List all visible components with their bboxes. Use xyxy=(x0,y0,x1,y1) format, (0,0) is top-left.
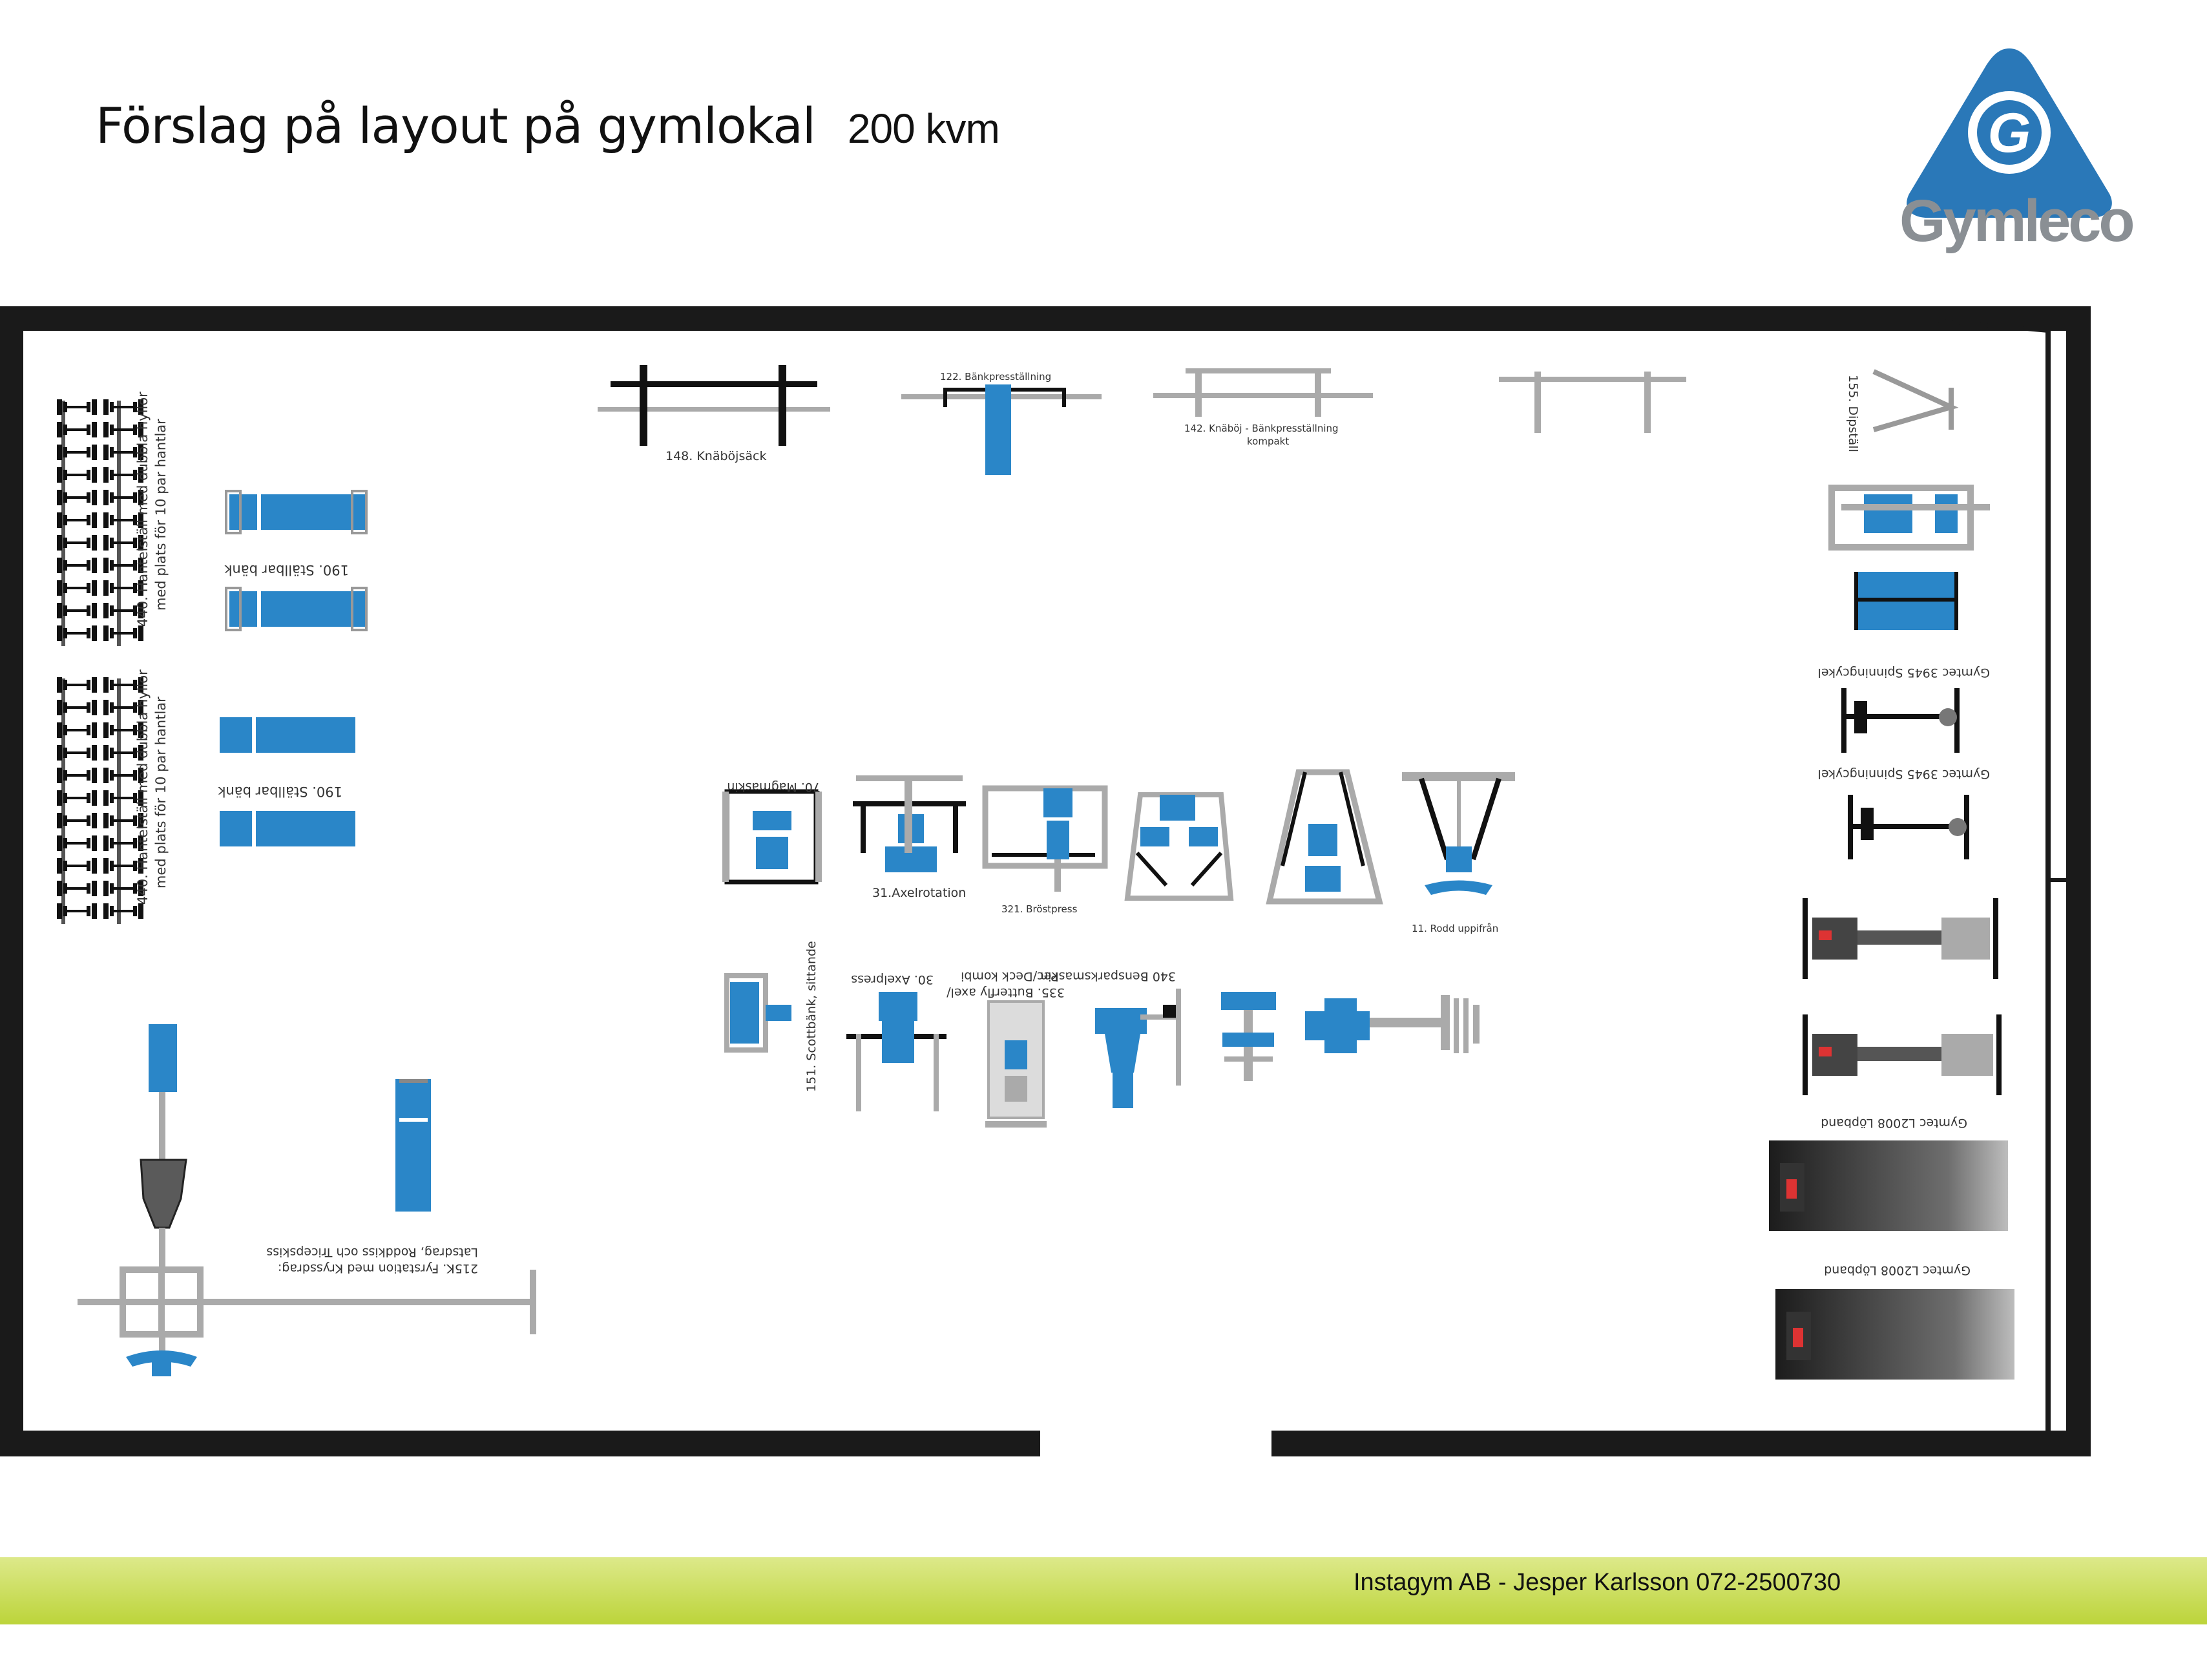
spin-bike-1-label: Gymtec 3945 Spinningcykel xyxy=(1818,666,1990,680)
benspark-label: 340 Bensparksmaskin xyxy=(1040,969,1176,983)
cable-machine-unlabeled xyxy=(1305,995,1480,1053)
footer-band xyxy=(0,1557,2207,1624)
machine-a-frame xyxy=(1266,769,1383,905)
dumbbell-rack-2-label: 440. Hantelställ med dubbla hyllor xyxy=(135,669,151,905)
magmaskin-70: 70. Magmaskin xyxy=(722,780,822,885)
rodd-11: 11. Rodd uppifrån xyxy=(1402,772,1515,934)
elliptical-2: Gymtec L2008 Löpband xyxy=(1803,1014,2002,1130)
bench-1-label: 190. Ställbar bänk xyxy=(224,562,349,578)
logo-text: Gymleco xyxy=(1899,188,2135,254)
axelpress-30: 30. Axelpress xyxy=(846,972,947,1111)
spin-bike-2: Gymtec 3945 Spinningcykel xyxy=(1818,767,1990,859)
dumbbell-rack-1-sublabel: med plats för 10 par hantlar xyxy=(153,419,169,611)
gymleco-logo-icon: G xyxy=(1907,48,2112,218)
scottbank-label: 151. Scottbänk, sittande xyxy=(804,941,819,1092)
axelrotation-31: 31.Axelrotation xyxy=(853,775,966,900)
spin-bike-1: Gymtec 3945 Spinningcykel xyxy=(1818,666,1990,753)
dumbbell-rack-1: 440. Hantelställ med dubbla hyllor med p… xyxy=(57,392,169,646)
spin-bike-2-label: Gymtec 3945 Spinningcykel xyxy=(1818,767,1990,781)
bench-1: 190. Ställbar bänk xyxy=(224,490,368,631)
dip-stand-label: 155. Dipställ xyxy=(1846,375,1860,452)
brostpress-321: 321. Bröstpress xyxy=(982,785,1108,915)
axelrotation-label: 31.Axelrotation xyxy=(872,886,966,900)
squat-bench-compact-label: 142. Knäböj - Bänkpresställning xyxy=(1184,423,1339,434)
bench-2: 190. Ställbar bänk xyxy=(217,717,355,846)
leg-machine-unlabeled xyxy=(1124,792,1234,901)
multistation-215k: 215K. Fyrstation med Kryssdrag: Latsdrag… xyxy=(78,1024,536,1376)
squat-bench-compact-sublabel: kompakt xyxy=(1247,436,1289,447)
magmaskin-label: 70. Magmaskin xyxy=(727,780,821,794)
brostpress-label: 321. Bröstpress xyxy=(1001,903,1078,915)
rodd-label: 11. Rodd uppifrån xyxy=(1412,923,1498,934)
treadmill-1-label: Gymtec L2008 Löpband xyxy=(1821,1116,1967,1130)
bench-right-wall xyxy=(1828,485,1990,630)
bench-press-label: 122. Bänkpresställning xyxy=(940,371,1051,383)
bench-2-label: 190. Ställbar bänk xyxy=(217,784,342,799)
dumbbell-rack-2: 440. Hantelställ med dubbla hyllor med p… xyxy=(57,669,169,924)
area-text: 200 kvm xyxy=(847,105,1000,152)
butterfly-label: 335. Butterfly axel/ xyxy=(947,985,1065,1000)
squat-bench-compact-142: 142. Knäböj - Bänkpresställning kompakt xyxy=(1153,368,1373,447)
squat-rack-148: 148. Knäböjsäck xyxy=(598,365,830,463)
dumbbell-rack-2-sublabel: med plats för 10 par hantlar xyxy=(153,697,169,888)
multistation-sublabel: Latsdrag, Roddkiss och Tricepskiss xyxy=(266,1245,478,1259)
logo-letter: G xyxy=(1988,102,2031,164)
seat-unlabeled xyxy=(1221,992,1276,1081)
dumbbell-rack-1-label: 440. Hantelställ med dubbla hyllor xyxy=(135,392,151,627)
footer-contact: Instagym AB - Jesper Karlsson 072-250073… xyxy=(1354,1569,1841,1596)
elliptical-1 xyxy=(1803,898,1998,979)
butterfly-sublabel: Pec/Deck kombi xyxy=(961,969,1058,983)
squat-rack-label: 148. Knäböjsäck xyxy=(665,449,766,463)
squat-rack-unlabeled xyxy=(1499,372,1686,433)
axelpress-label: 30. Axelpress xyxy=(851,972,934,987)
scottbank-151: 151. Scottbänk, sittande xyxy=(724,941,819,1092)
walls xyxy=(0,306,2091,1456)
bench-press-122: 122. Bänkpresställning xyxy=(901,371,1102,475)
page-title: Förslag på layout på gymlokal 200 kvm xyxy=(96,97,1000,154)
dip-stand-155: 155. Dipställ xyxy=(1846,369,1959,452)
multistation-label: 215K. Fyrstation med Kryssdrag: xyxy=(278,1261,478,1276)
treadmill-2 xyxy=(1775,1289,2014,1380)
benspark-340: 340 Bensparksmaskin xyxy=(1040,969,1181,1108)
butterfly-335: 335. Butterfly axel/ Pec/Deck kombi xyxy=(947,969,1065,1128)
title-text: Förslag på layout på gymlokal xyxy=(96,97,816,154)
treadmill-2-label: Gymtec L2008 Löpband xyxy=(1824,1263,1971,1277)
treadmill-1: Gymtec L2008 Löpband xyxy=(1769,1140,2008,1277)
